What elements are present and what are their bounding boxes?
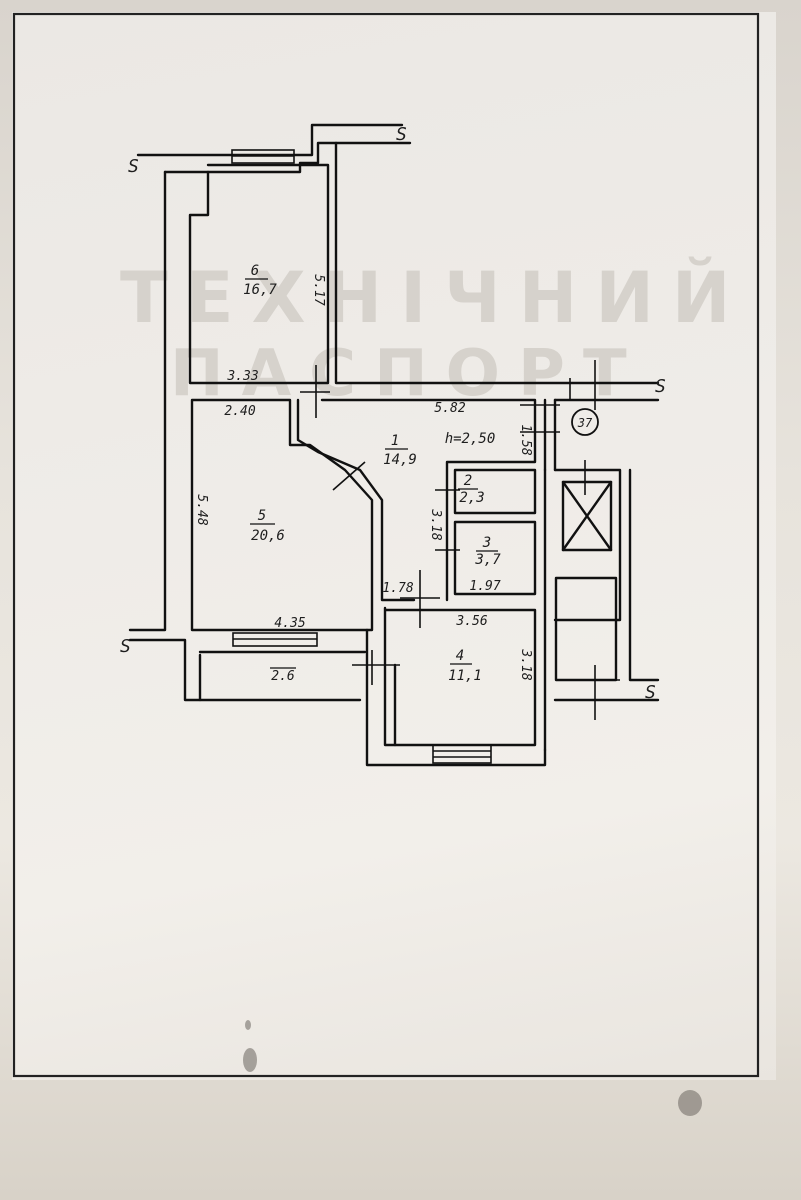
riser-circle xyxy=(571,408,599,436)
paper-sheet xyxy=(12,12,776,1080)
room-labels: 6 16,7 1 14,9 h=2,50 2 2,3 3 3,7 5 20,6 … xyxy=(243,263,501,684)
room-3-area: 3,7 xyxy=(474,552,501,568)
service-wall-d xyxy=(553,468,622,622)
door-marks xyxy=(300,360,620,720)
room-3-number: 3 xyxy=(482,535,491,551)
break-symbol-top-left: S xyxy=(128,156,139,177)
dim-room-5-top: 2.40 xyxy=(224,404,255,419)
shaft-cross-b xyxy=(561,480,613,552)
room-6-number: 6 xyxy=(251,263,259,279)
top-wall-outer xyxy=(136,123,404,157)
room-4-area: 11,1 xyxy=(448,668,482,684)
room-5-walls xyxy=(190,398,374,632)
sheet-border xyxy=(12,12,760,1078)
dim-room-4-width: 3.56 xyxy=(455,614,487,629)
dim-room-6-width: 3.33 xyxy=(226,369,258,384)
room-2-walls xyxy=(453,468,537,515)
room-4-inner-walls xyxy=(383,606,537,747)
dim-room-1-depth: 1.58 xyxy=(518,424,533,455)
watermark-line1: ТЕХНІЧНИЙ xyxy=(120,257,748,339)
room-2-area: 2,3 xyxy=(459,490,484,506)
service-wall-e xyxy=(628,468,660,682)
break-symbol-bottom-right: S xyxy=(645,682,656,703)
dim-room-3-width: 1.97 xyxy=(469,579,500,594)
room-1-number: 1 xyxy=(391,433,399,449)
dim-room-5-length: 5.48 xyxy=(194,494,209,525)
bottom-left-wall-outer xyxy=(128,638,362,702)
dim-wc-height: 3.18 xyxy=(428,508,443,540)
room-1-left-walls xyxy=(296,398,416,602)
windows xyxy=(231,149,492,764)
room-2-number: 2 xyxy=(464,473,472,489)
plan-walls xyxy=(128,123,660,767)
dimension-labels: 3.33 5.17 2.40 5.82 1.58 5.48 3.18 1.97 … xyxy=(194,274,533,684)
break-symbol-top-right: S xyxy=(396,124,407,145)
shaft-box-lower xyxy=(554,576,618,682)
shaft-box xyxy=(561,480,613,552)
ink-smudges xyxy=(243,1020,702,1116)
window-room-4 xyxy=(432,744,492,764)
riser-marker: 37 xyxy=(577,416,593,430)
dim-balcony-width: 2.6 xyxy=(271,669,295,684)
dim-room-1-width: 5.82 xyxy=(434,401,465,416)
room-4-number: 4 xyxy=(456,648,464,664)
corridor-wall-right xyxy=(334,141,660,385)
dim-corridor-width: 1.78 xyxy=(382,581,413,596)
room-6-area: 16,7 xyxy=(243,282,277,298)
room-4-outer-walls xyxy=(365,628,547,767)
top-wall-inner xyxy=(163,141,412,174)
room-5-number: 5 xyxy=(258,508,266,524)
break-symbol-left: S xyxy=(120,636,131,657)
break-symbol-right: S xyxy=(655,376,666,397)
break-symbols: S S S S S xyxy=(120,124,666,703)
room-5-area: 20,6 xyxy=(251,528,285,544)
room-1-top-right-walls xyxy=(320,398,537,602)
room-3-walls xyxy=(453,520,537,596)
ceiling-height: h=2,50 xyxy=(445,431,496,447)
room-6-walls xyxy=(188,163,330,385)
dim-room-4-length: 3.18 xyxy=(518,648,533,680)
watermark-line2: ПАСПОРТ xyxy=(170,337,645,411)
left-wall-outer xyxy=(128,170,167,632)
dim-room-5-bottom: 4.35 xyxy=(274,616,305,631)
room-1-area: 14,9 xyxy=(383,452,417,468)
dim-room-6-length: 5.17 xyxy=(311,274,326,305)
